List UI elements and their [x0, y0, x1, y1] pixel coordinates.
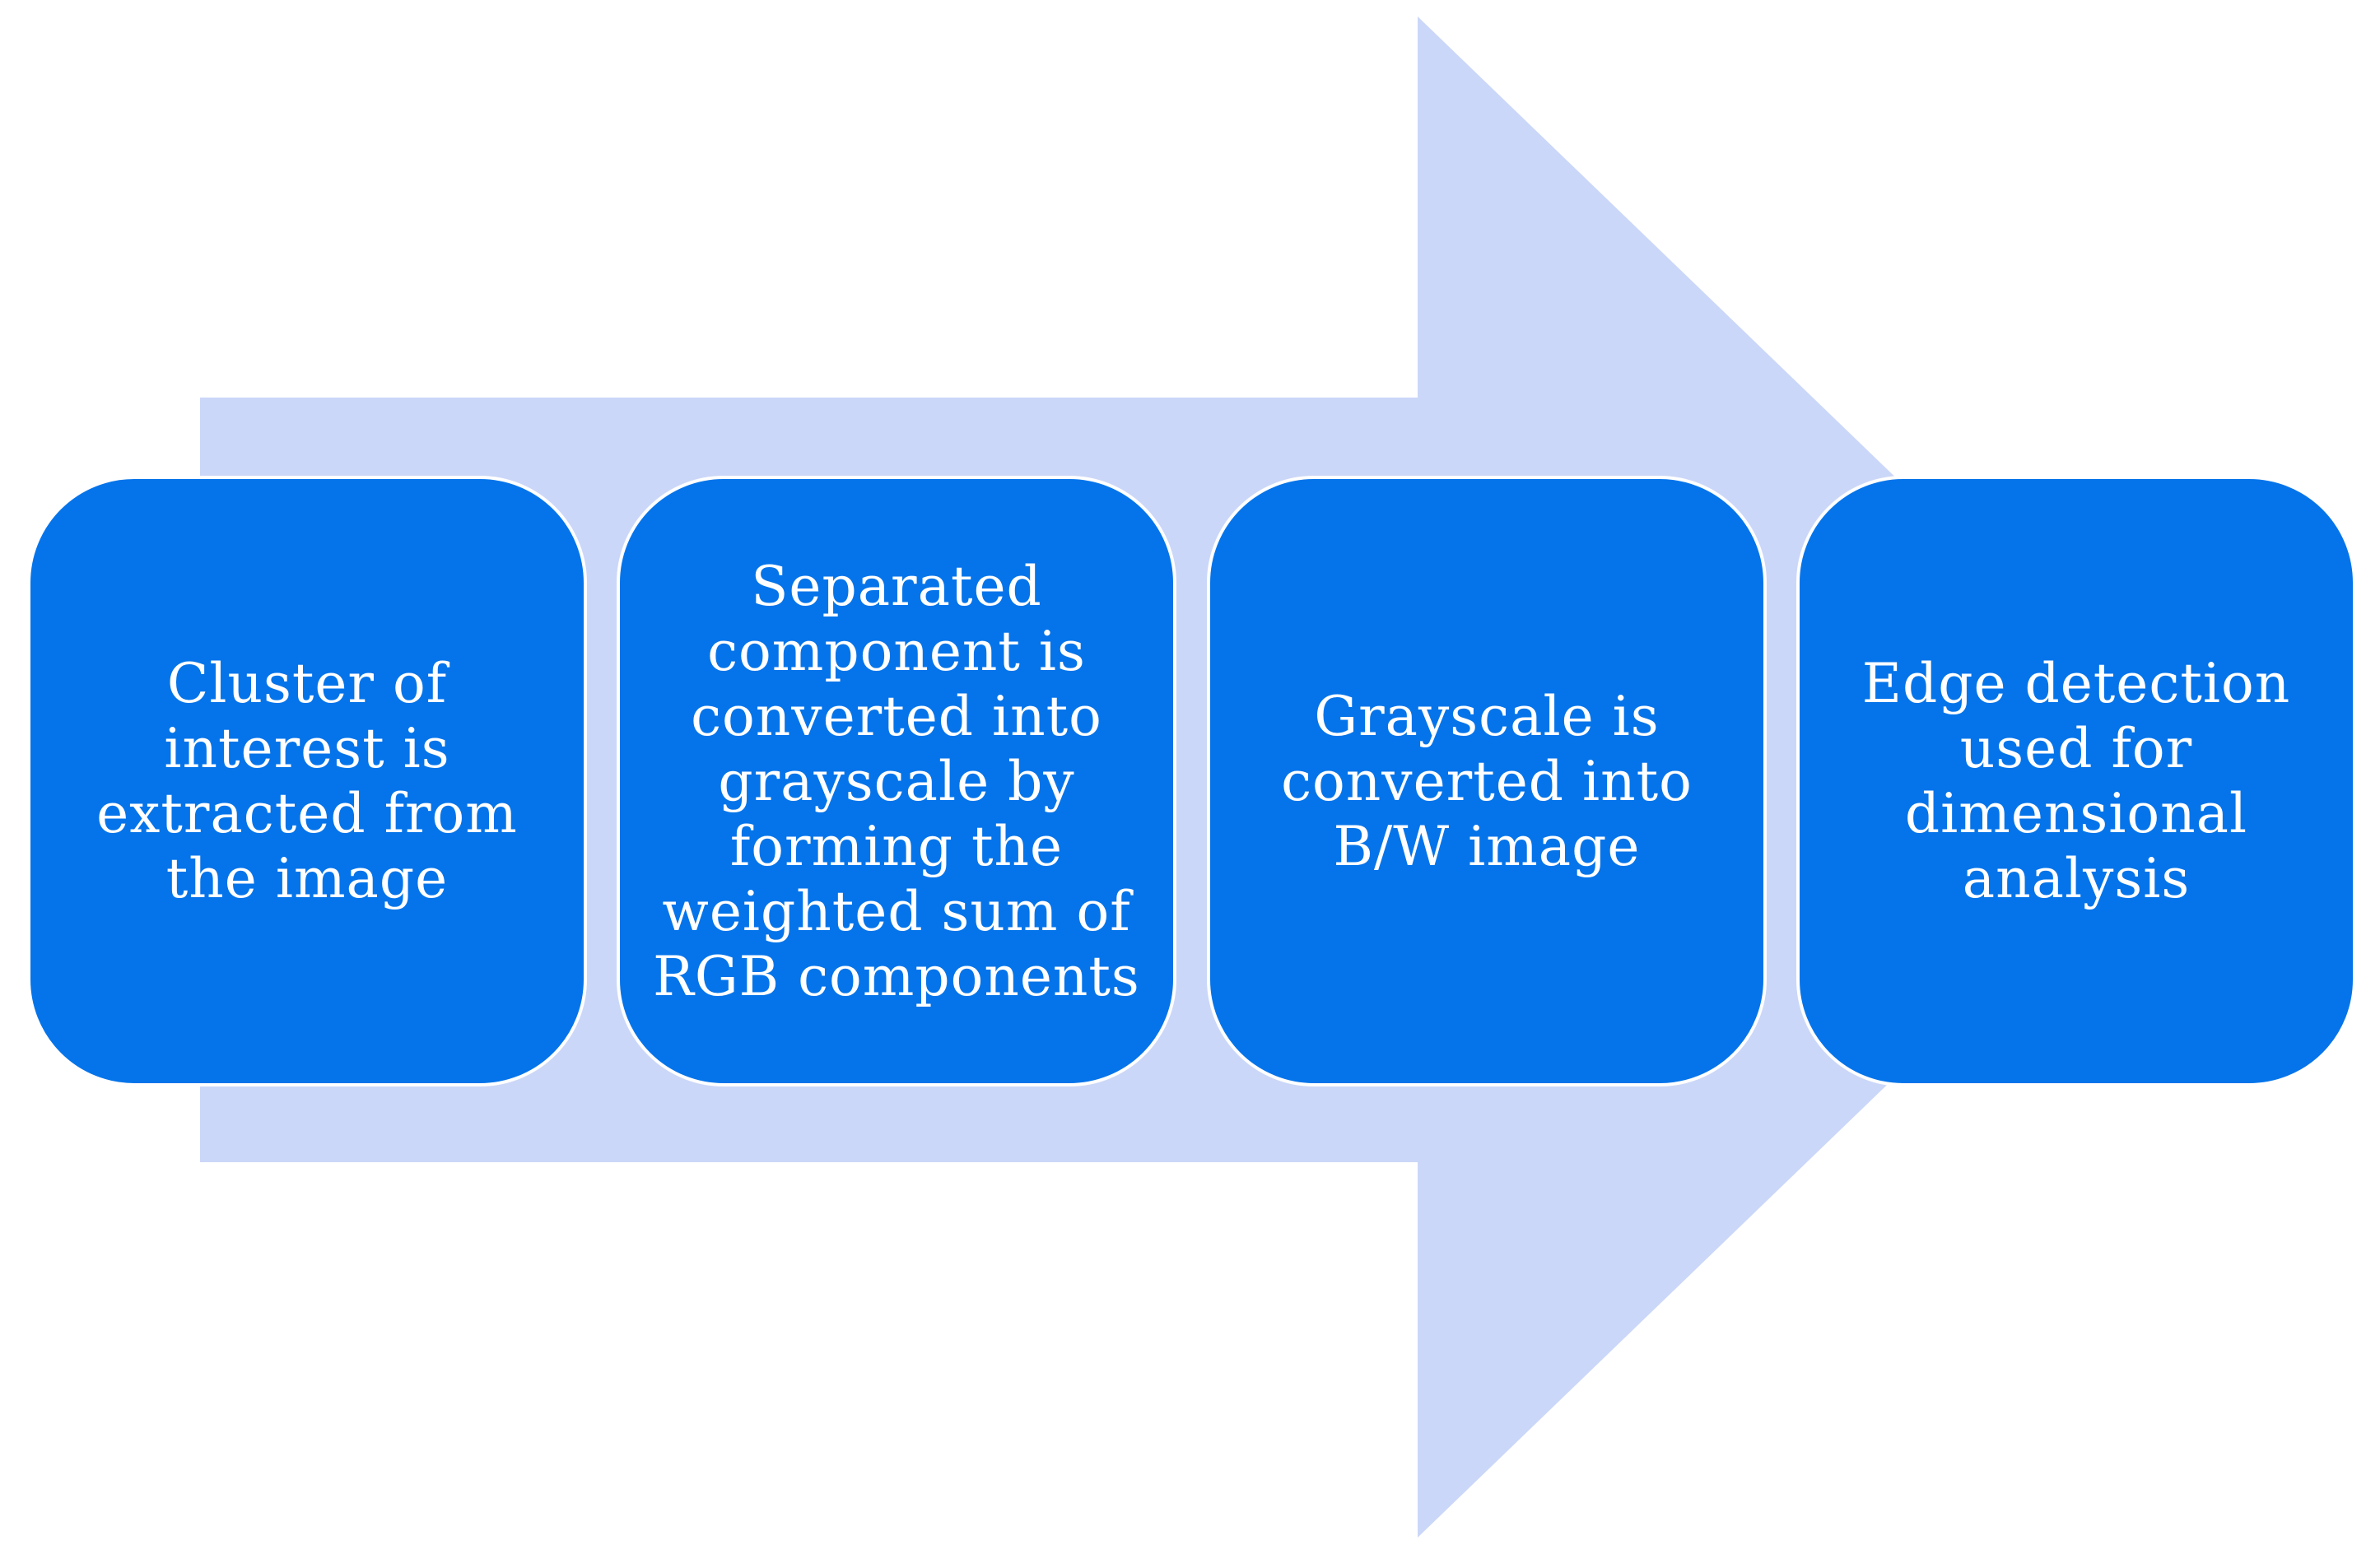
step-box-edge-detection: Edge detection used for dimensional anal… [1796, 476, 2356, 1086]
step-box-extract-cluster: Cluster of interest is extracted from th… [27, 476, 587, 1086]
step-text-extract-cluster: Cluster of interest is extracted from th… [96, 652, 518, 910]
step-text-convert-grayscale: Separated component is converted into gr… [653, 554, 1140, 1008]
step-box-convert-bw: Grayscale is converted into B/W image [1207, 476, 1767, 1086]
arrow-shape [200, 16, 2206, 1538]
step-box-convert-grayscale: Separated component is converted into gr… [617, 476, 1176, 1086]
step-text-edge-detection: Edge detection used for dimensional anal… [1861, 652, 2291, 910]
step-text-convert-bw: Grayscale is converted into B/W image [1281, 684, 1693, 878]
